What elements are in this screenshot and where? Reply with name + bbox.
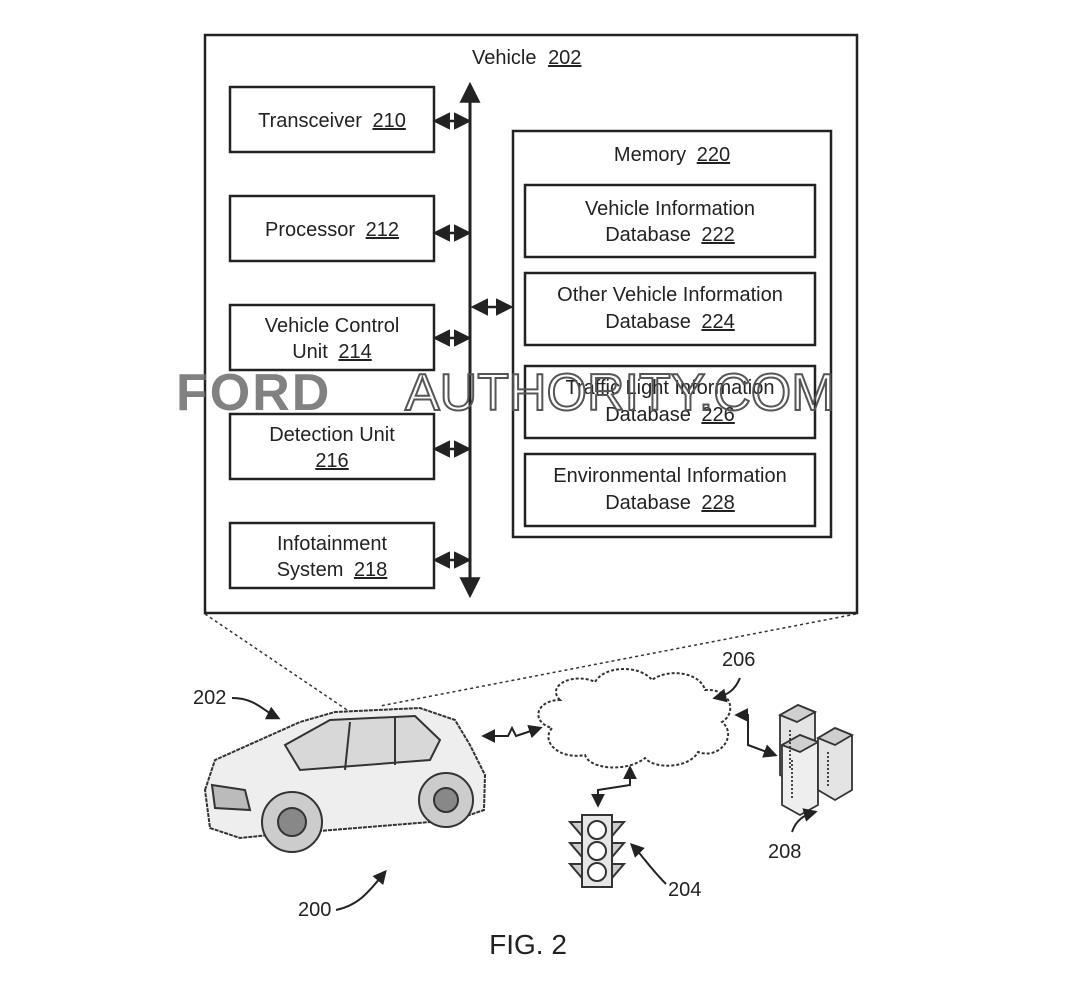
figure-caption: FIG. 2 (489, 929, 567, 960)
vehicle-ref: 202 (548, 47, 581, 69)
module-infotainment-system: Infotainment System 218 (228, 521, 472, 590)
car-network-link (481, 724, 543, 743)
callout-lines (204, 613, 857, 713)
svg-text:Database 228: Database 228 (605, 492, 735, 514)
module-label-2: Unit (292, 341, 328, 363)
svg-text:Database 226: Database 226 (605, 404, 735, 426)
car-icon (203, 706, 487, 853)
database-ref: 228 (701, 492, 734, 514)
system-ref-label: 200 (298, 899, 331, 921)
module-label: Vehicle Control (265, 315, 400, 337)
label-202: 202 (193, 687, 281, 720)
module-ref: 210 (372, 110, 405, 132)
svg-text:Database 224: Database 224 (605, 311, 735, 333)
module-label: Transceiver (258, 110, 362, 132)
vehicle-ref-label: 202 (193, 687, 226, 709)
watermark-ford: FORD (176, 364, 331, 422)
memory-ref: 220 (697, 144, 730, 166)
servers-icon (777, 704, 855, 817)
svg-text:Unit 214: Unit 214 (292, 341, 372, 363)
database-ref: 224 (701, 311, 734, 333)
vehicle-label: Vehicle (472, 47, 537, 69)
memory-label: Memory (614, 144, 686, 166)
module-ref: 218 (354, 559, 387, 581)
network-cloud-icon (537, 668, 732, 769)
module-processor: Processor 212 (228, 194, 472, 263)
database-traffic-light-information: Traffic Light Information Database 226 (523, 364, 817, 440)
module-vehicle-control-unit: Vehicle Control Unit 214 (228, 303, 472, 372)
module-ref: 216 (315, 450, 348, 472)
traffic-light-ref-label: 204 (668, 879, 701, 901)
watermark-authority: AUTHORITY.COM (405, 364, 835, 422)
module-label: Infotainment (277, 533, 388, 555)
database-environmental-information: Environmental Information Database 228 (523, 452, 817, 528)
database-other-vehicle-information: Other Vehicle Information Database 224 (523, 271, 817, 347)
database-vehicle-information: Vehicle Information Database 222 (523, 183, 817, 259)
database-label-2: Database (605, 311, 691, 333)
database-label: Vehicle Information (585, 198, 755, 220)
svg-text:Processor 212: Processor 212 (265, 219, 399, 241)
module-ref: 214 (338, 341, 371, 363)
network-ref-label: 206 (722, 649, 755, 671)
watermark: FORD AUTHORITY.COM (176, 363, 836, 423)
database-label-2: Database (605, 492, 691, 514)
svg-text:Vehicle 202: Vehicle 202 (472, 47, 581, 69)
module-label: Detection Unit (269, 424, 395, 446)
svg-text:Memory 220: Memory 220 (614, 144, 730, 166)
module-label-2: System (277, 559, 344, 581)
traffic-light-icon (567, 814, 627, 888)
database-label-2: Database (605, 404, 691, 426)
label-204: 204 (630, 843, 701, 901)
servers-ref-label: 208 (768, 841, 801, 863)
module-transceiver: Transceiver 210 (228, 85, 472, 154)
module-detection-unit: Detection Unit 216 (228, 412, 472, 481)
database-label: Environmental Information (553, 465, 786, 487)
module-ref: 212 (366, 219, 399, 241)
label-208: 208 (768, 808, 818, 863)
network-server-link (734, 708, 778, 758)
svg-text:System 218: System 218 (277, 559, 388, 581)
svg-text:Transceiver 210: Transceiver 210 (258, 110, 406, 132)
module-label: Processor (265, 219, 355, 241)
database-label: Traffic Light Information (566, 377, 775, 399)
svg-text:Database 222: Database 222 (605, 224, 735, 246)
database-ref: 222 (701, 224, 734, 246)
label-206: 206 (712, 649, 755, 703)
database-ref: 226 (701, 404, 734, 426)
memory-block: Memory 220 Vehicle Information Database … (511, 129, 833, 539)
database-label-2: Database (605, 224, 691, 246)
database-label: Other Vehicle Information (557, 284, 783, 306)
network-traffic-light-link (591, 765, 637, 808)
label-200: 200 (298, 869, 387, 921)
